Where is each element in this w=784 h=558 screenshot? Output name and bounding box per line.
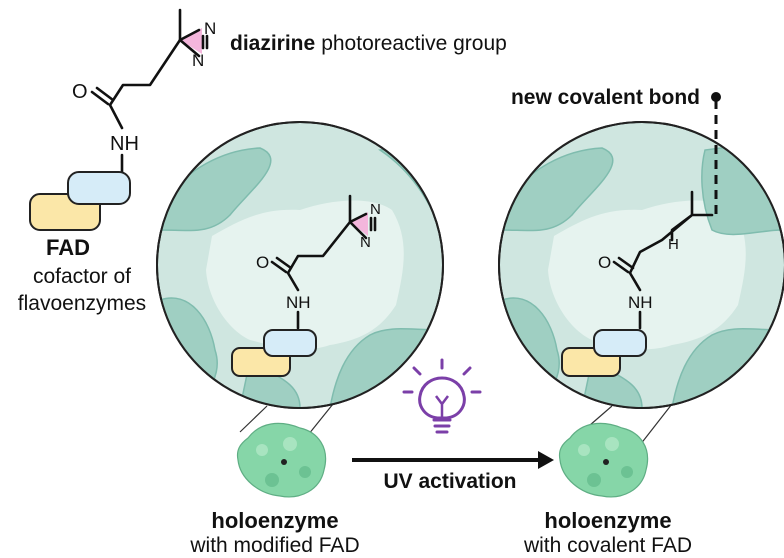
inner-atom-o: O [256,253,269,272]
adenine-block [67,171,131,205]
atom-o: O [72,81,88,103]
right-holoenzyme-subtitle: with covalent FAD [523,534,692,557]
atom-n-bottom: N [192,51,204,70]
diazirine-ring [180,28,202,54]
bond-pointer-dot [711,92,721,102]
protein-structure-icon [558,422,649,498]
inner-atom-nh: NH [286,293,311,312]
fad-desc-line2: flavoenzymes [18,292,146,315]
ring-bonds [178,28,209,58]
fad-title: FAD [46,235,90,260]
atom-nh: NH [110,133,139,155]
amide-bond [108,103,124,130]
inner-atom-n-top: N [370,201,381,218]
alkyl-chain [108,38,182,107]
inner-atom-nh-right: NH [628,293,653,312]
inner-atom-h: H [668,236,679,253]
new-bond-label: new covalent bond [511,86,700,109]
inner-atom-o-right: O [598,253,611,272]
lightbulb-icon [402,358,482,434]
right-holoenzyme-title: holoenzyme [544,508,671,533]
fad-desc-line1: cofactor of [33,265,131,288]
atom-n-top: N [204,19,216,38]
left-holoenzyme-title: holoenzyme [211,508,338,533]
left-zoom-circle: N N O NH [156,121,444,446]
right-zoom-circle: H O NH new covalent bond [498,86,784,446]
inner-atom-n-bottom: N [360,234,371,251]
uv-activation-label: UV activation [383,470,516,493]
protein-structure-icon [236,422,327,498]
carbonyl-bond [90,86,115,106]
arrow-right-icon [352,451,554,469]
left-holoenzyme-subtitle: with modified FAD [189,534,359,557]
